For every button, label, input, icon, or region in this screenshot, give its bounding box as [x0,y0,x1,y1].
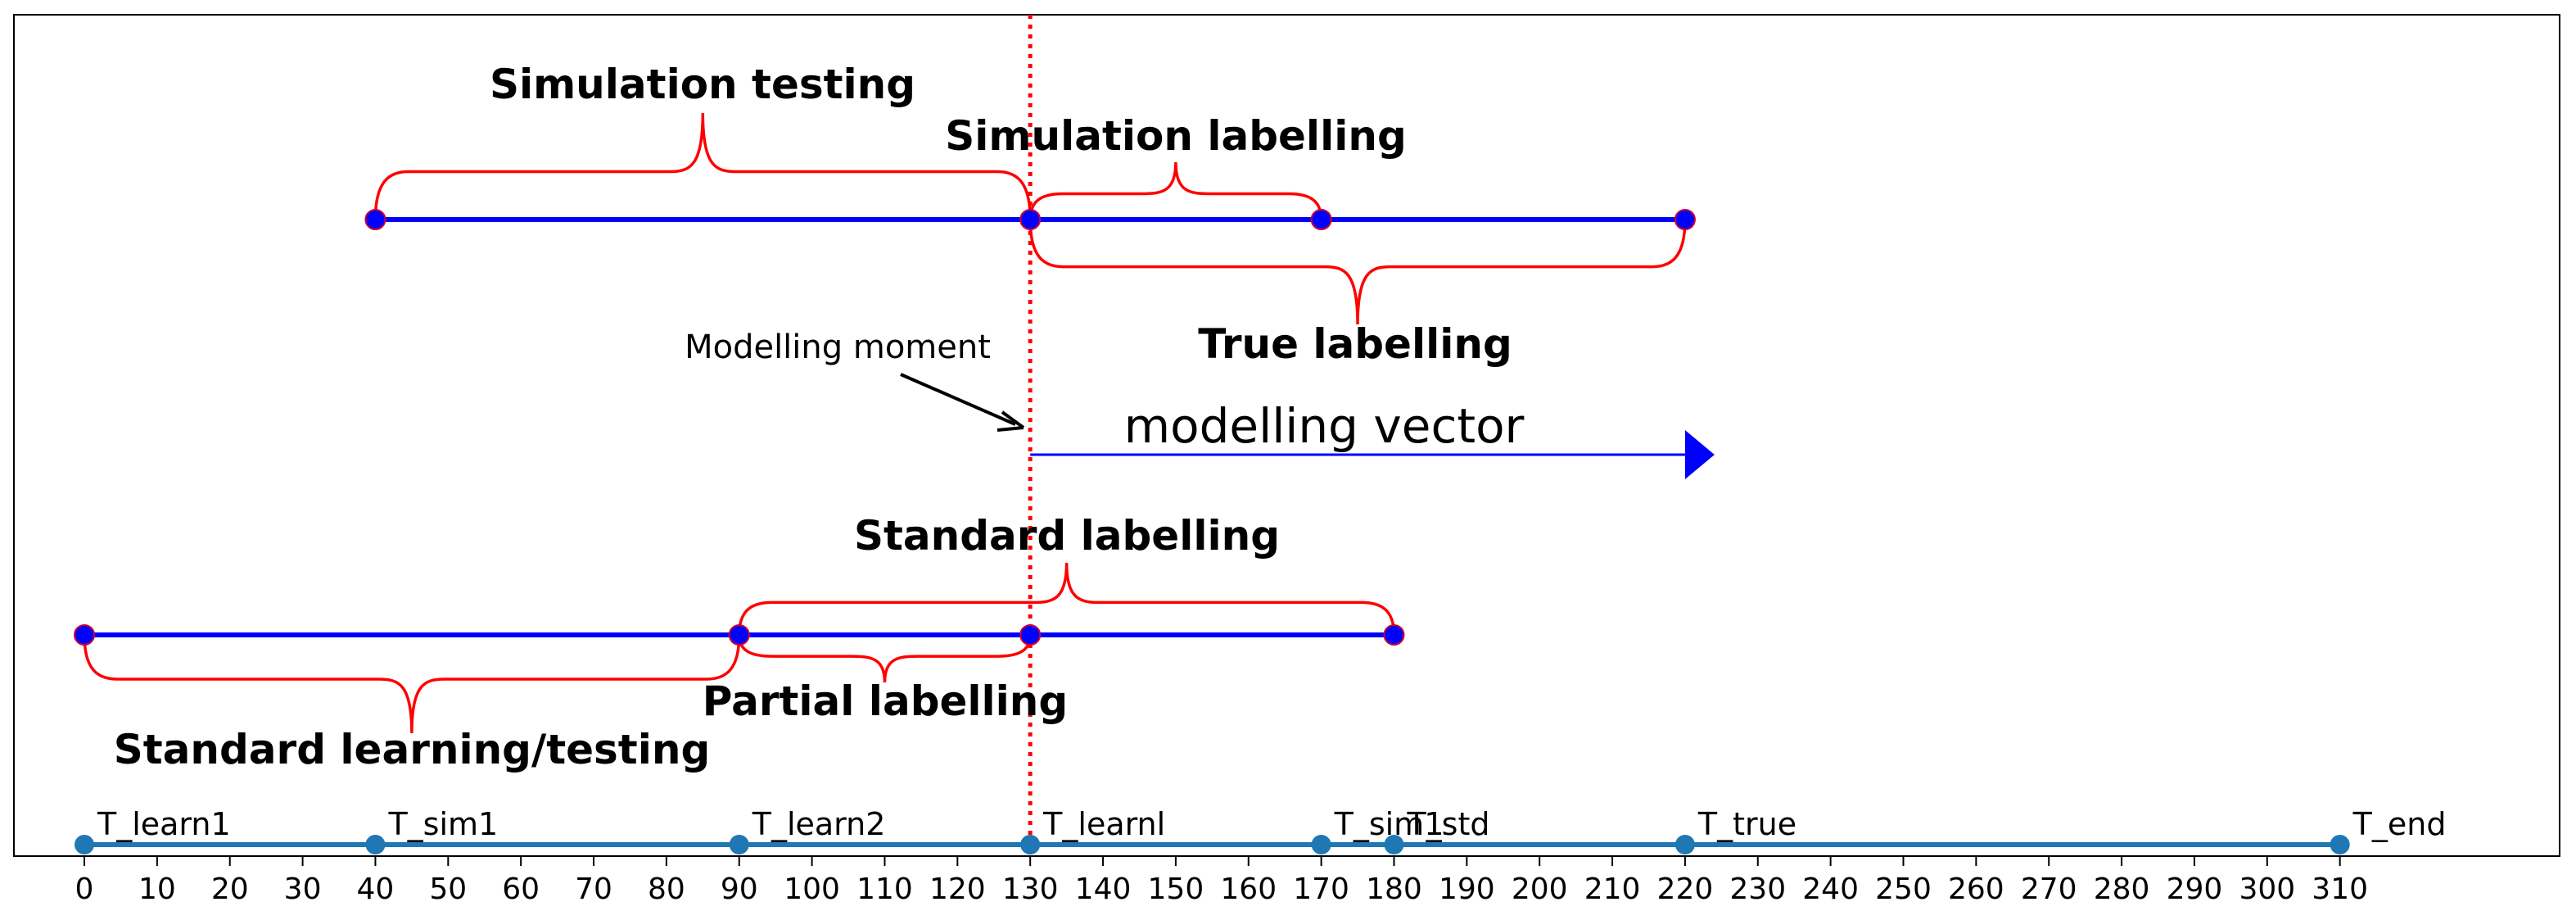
x-tick-label: 70 [575,872,612,906]
x-tick-label: 100 [784,872,840,906]
segment-point-standard [74,624,95,646]
x-tick-label: 240 [1802,872,1859,906]
timeline-point-label: T_learn2 [752,806,886,842]
x-tick-label: 190 [1439,872,1495,906]
segment-point-standard [1383,624,1405,646]
modelling-vector-arrowhead [1684,430,1715,479]
x-tick-label: 210 [1584,872,1641,906]
segment-point-simulation [364,209,386,230]
segment-point-simulation [1310,209,1332,230]
x-tick-label: 160 [1220,872,1277,906]
brace-label: True labelling [1198,320,1512,368]
x-tick-label: 30 [284,872,322,906]
x-tick-label: 40 [357,872,395,906]
modelling-vector-label: modelling vector [1124,398,1525,454]
timeline-point-label: T_end [2352,806,2447,842]
timeline-point [1384,835,1404,854]
x-tick-label: 300 [2239,872,2295,906]
x-tick-label: 230 [1729,872,1786,906]
x-tick-label: 90 [721,872,758,906]
plot-frame [13,14,2560,857]
x-tick-label: 50 [429,872,467,906]
modelling-vector-group: modelling vector [1030,398,1715,479]
segment-point-standard [728,624,750,646]
x-tick-label: 180 [1366,872,1422,906]
modelling-moment-arrow [900,373,1016,426]
modelling-moment-label: Modelling moment [685,329,991,366]
timeline-point [1674,835,1695,854]
x-tick-label: 130 [1002,872,1059,906]
x-tick-label: 270 [2021,872,2077,906]
brace-label: Simulation labelling [945,112,1407,160]
brace-standard-learning-testing [83,634,741,734]
timeline-point-label: T_sim1 [387,806,498,842]
x-tick-label: 170 [1293,872,1349,906]
brace-label: Simulation testing [490,61,915,108]
x-tick-label: 80 [648,872,685,906]
timeline-point-label: T_learn1 [97,806,231,842]
x-tick-label: 120 [929,872,986,906]
timeline-point-label: T_learnl [1042,806,1165,842]
brace-standard-labelling [737,562,1396,636]
x-tick-label: 60 [502,872,540,906]
timeline-point [1311,835,1331,854]
brace-partial-labelling [737,634,1032,683]
timeline-point-label: T_std [1406,806,1489,842]
segment-points [74,209,1696,646]
brace-simulation-labelling [1028,161,1323,220]
brace-true-labelling [1028,219,1687,325]
timeline-point [729,835,749,854]
timeline-point [75,835,94,854]
timeline-point [2330,835,2350,854]
x-tick-label: 220 [1657,872,1714,906]
timeline-point-label: T_true [1697,806,1796,842]
x-tick-label: 290 [2167,872,2223,906]
x-tick-label: 140 [1075,872,1132,906]
x-tick-label: 10 [138,872,176,906]
x-tick-label: 20 [211,872,249,906]
brace-label: Standard labelling [854,512,1280,560]
x-tick-label: 200 [1512,872,1568,906]
x-axis-ticks: 0 10 20 30 40 50 60 70 80 90 100 110 120 130 140 150 160… [75,856,2368,906]
x-tick-label: 280 [2094,872,2150,906]
x-tick-label: 310 [2312,872,2368,906]
segment-point-standard [1019,624,1042,646]
timeline-point-label: T_sim1 [1334,806,1444,842]
segment-point-simulation [1674,209,1696,230]
timeline-point [365,835,386,854]
brace-curves [83,112,1687,734]
segment-point-simulation [1019,209,1042,230]
x-tick-label: 260 [1948,872,2004,906]
modelling-moment-arrow-head [997,410,1025,432]
modelling-moment-group: Modelling moment [685,15,1033,856]
x-tick-label: 150 [1148,872,1204,906]
x-tick-label: 250 [1875,872,1932,906]
x-tick-label: 0 [75,872,94,906]
brace-label: Partial labelling [703,678,1068,725]
x-tick-label: 110 [856,872,913,906]
brace-simulation-testing [373,112,1032,220]
brace-label: Standard learning/testing [114,726,710,773]
timeline-point [1020,835,1041,854]
